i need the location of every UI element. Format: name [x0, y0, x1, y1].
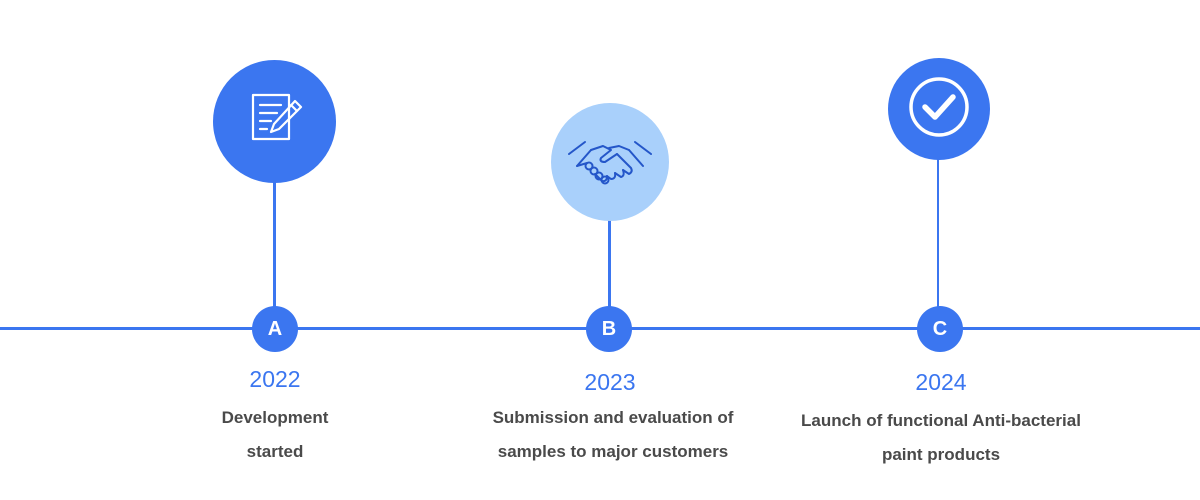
- description-a: Development started: [105, 401, 445, 469]
- handshake-icon: [565, 130, 655, 195]
- document-edit-icon: [243, 87, 307, 156]
- description-a-line-1: Development: [221, 408, 329, 427]
- stem-a: [273, 178, 276, 328]
- marker-a: A: [252, 306, 298, 352]
- description-c-line-1: Launch of functional Anti-bacterial: [801, 411, 1081, 430]
- year-a: 2022: [249, 366, 301, 392]
- description-b-line-1: Submission and evaluation of: [492, 408, 734, 427]
- description-c-line-2: paint products: [881, 445, 1001, 464]
- year-b: 2023: [584, 369, 636, 395]
- stem-b: [608, 218, 611, 328]
- stem-c: [937, 158, 939, 328]
- year-c: 2024: [915, 369, 967, 395]
- description-c: Launch of functional Anti-bacterial pain…: [771, 404, 1111, 472]
- description-b: Submission and evaluation of samples to …: [443, 401, 783, 469]
- icon-circle-c: [888, 58, 990, 160]
- marker-b: B: [586, 306, 632, 352]
- checkmark-icon: [907, 75, 971, 144]
- icon-circle-a: [213, 60, 336, 183]
- icon-circle-b: [551, 103, 669, 221]
- description-a-line-2: started: [246, 442, 304, 461]
- description-b-line-2: samples to major customers: [497, 442, 729, 461]
- marker-c: C: [917, 306, 963, 352]
